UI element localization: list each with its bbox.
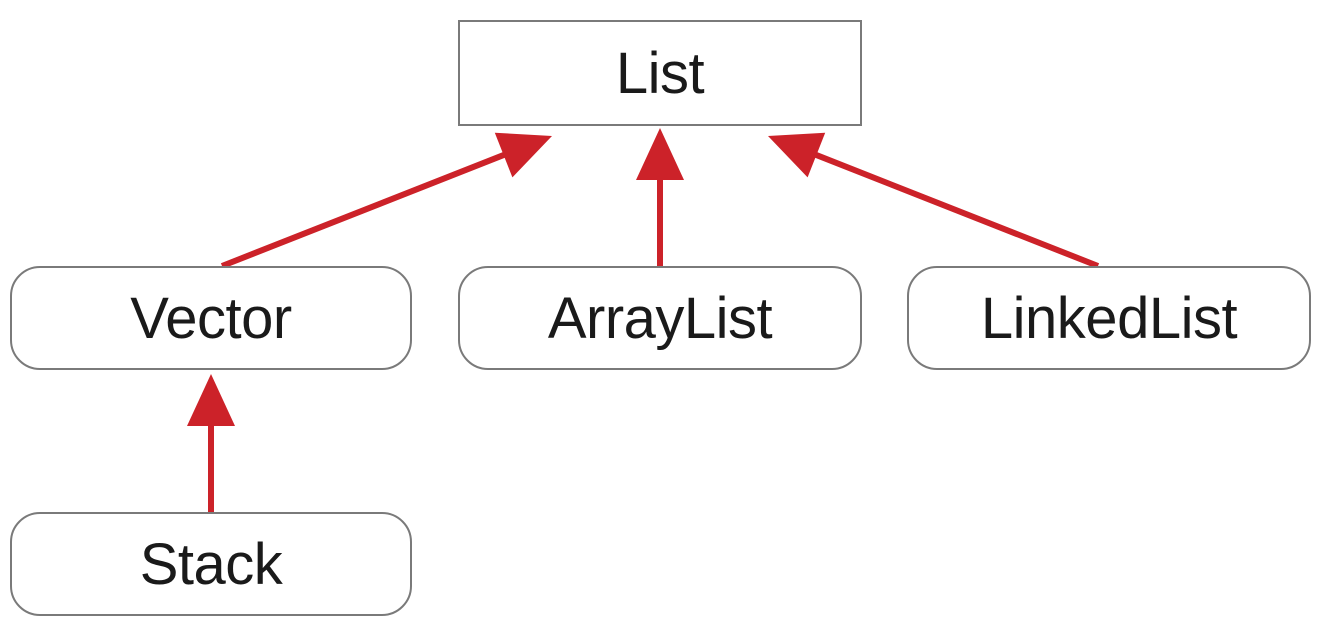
linkedlist-class-box: LinkedList	[907, 266, 1311, 370]
arrow-stack-to-vector	[187, 374, 235, 512]
arrow-linkedlist-to-list	[768, 132, 1100, 269]
arrowhead	[187, 374, 235, 426]
arrowhead	[768, 132, 826, 178]
arrow-arraylist-to-list	[636, 128, 684, 266]
arrow-shaft	[220, 150, 509, 269]
vector-class-box: Vector	[10, 266, 412, 370]
arraylist-class-box: ArrayList	[458, 266, 862, 370]
arrow-vector-to-list	[220, 132, 552, 269]
arrowhead	[494, 132, 552, 178]
arrow-shaft	[811, 150, 1100, 269]
linkedlist-label: LinkedList	[980, 285, 1238, 351]
arrowhead	[636, 128, 684, 180]
stack-class-box: Stack	[10, 512, 412, 616]
vector-label: Vector	[130, 285, 292, 351]
list-label: List	[615, 40, 705, 106]
list-interface-box: List	[458, 20, 862, 126]
stack-label: Stack	[139, 531, 283, 597]
arraylist-label: ArrayList	[547, 285, 773, 351]
